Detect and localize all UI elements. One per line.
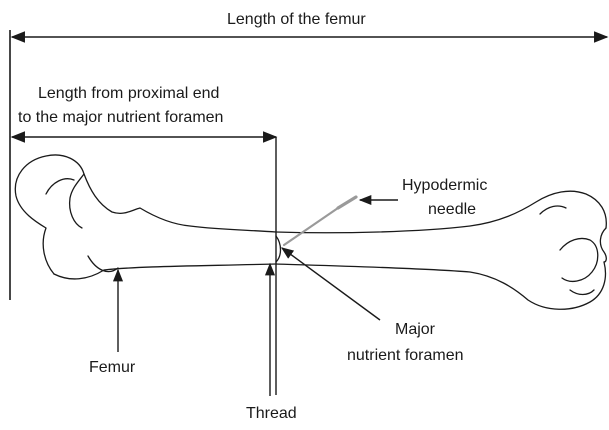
thread-label: Thread bbox=[246, 404, 297, 424]
proximal-length-label-line1: Length from proximal end bbox=[38, 84, 219, 104]
foramen-pointer bbox=[282, 248, 380, 320]
foramen-label-line2: nutrient foramen bbox=[347, 346, 464, 366]
femur-length-label: Length of the femur bbox=[227, 10, 366, 30]
femur-label: Femur bbox=[89, 358, 135, 378]
femur-bone bbox=[15, 155, 606, 309]
needle-label-line2: needle bbox=[428, 200, 476, 220]
proximal-length-label-line2: to the major nutrient foramen bbox=[18, 108, 223, 128]
needle-label-line1: Hypodermic bbox=[402, 176, 487, 196]
hypodermic-needle bbox=[284, 197, 356, 245]
foramen-label-line1: Major bbox=[395, 320, 435, 340]
